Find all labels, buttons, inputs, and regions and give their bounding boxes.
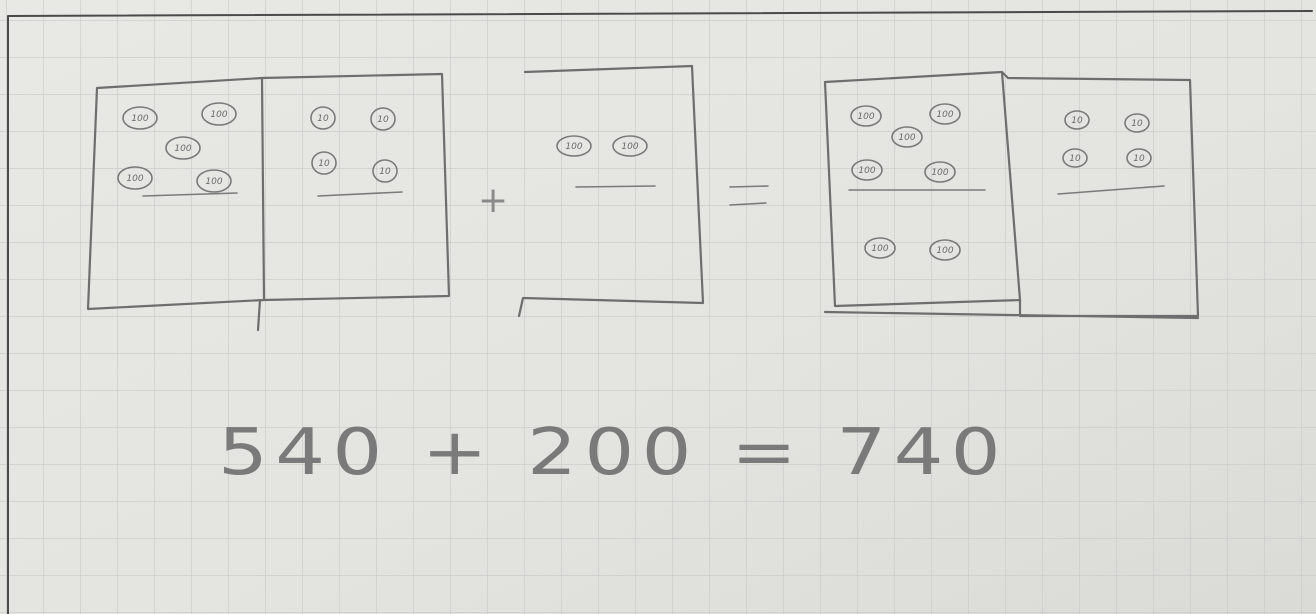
place-value-disc: 10: [370, 107, 396, 131]
svg-text:100: 100: [174, 144, 191, 154]
svg-text:100: 100: [210, 110, 227, 120]
place-value-disc: 100: [201, 102, 237, 126]
equals-sign: [729, 185, 769, 206]
place-value-disc: 10: [1124, 113, 1150, 133]
place-value-disc: 10: [310, 106, 336, 130]
svg-text:100: 100: [857, 112, 874, 122]
place-value-disc: 100: [117, 166, 153, 190]
place-value-disc: 100: [924, 161, 956, 183]
place-value-disc: 10: [1126, 148, 1152, 168]
svg-text:100: 100: [131, 114, 148, 124]
svg-text:10: 10: [377, 115, 389, 125]
place-value-disc: 100: [122, 106, 158, 130]
place-value-disc: 100: [929, 239, 961, 261]
tens-discs-first: 10 10 10 10: [310, 106, 398, 183]
svg-text:10: 10: [1069, 154, 1081, 164]
svg-text:100: 100: [931, 168, 948, 178]
place-value-disc: 100: [165, 136, 201, 160]
svg-text:10: 10: [1131, 119, 1143, 129]
place-value-disc: 100: [850, 105, 882, 127]
place-value-disc: 100: [891, 126, 923, 148]
svg-text:100: 100: [858, 166, 875, 176]
svg-text:10: 10: [1071, 116, 1083, 126]
place-value-disc: 10: [1064, 110, 1090, 130]
place-value-disc: 100: [864, 237, 896, 259]
svg-text:100: 100: [871, 244, 888, 254]
hundreds-discs-second: 100 100: [556, 135, 648, 157]
equation-text: 540 + 200 = 740: [218, 416, 1008, 490]
place-value-chart-first-addend: 100 100 100 100 100 10 10 10 10: [86, 72, 451, 332]
hundreds-discs-sum: 100 100 100 100 100 100 100: [850, 103, 961, 261]
place-value-disc: 10: [1062, 148, 1088, 168]
place-value-chart-sum: 100 100 100 100 100 100 100 10 10 10 10: [823, 70, 1200, 320]
place-value-chart-second-addend: 100 100: [517, 64, 705, 318]
svg-text:100: 100: [936, 110, 953, 120]
svg-text:100: 100: [205, 177, 222, 187]
svg-text:10: 10: [1133, 154, 1145, 164]
place-value-disc: 100: [851, 159, 883, 181]
place-value-disc: 10: [311, 151, 337, 175]
svg-text:100: 100: [565, 142, 582, 152]
place-value-disc: 100: [612, 135, 648, 157]
svg-text:100: 100: [621, 142, 638, 152]
svg-text:10: 10: [317, 114, 329, 124]
svg-text:10: 10: [318, 159, 330, 169]
svg-text:10: 10: [379, 167, 391, 177]
hundreds-discs-first: 100 100 100 100 100: [117, 102, 237, 193]
svg-text:100: 100: [898, 133, 915, 143]
place-value-disc: 100: [929, 103, 961, 125]
svg-text:100: 100: [126, 174, 143, 184]
tens-discs-sum: 10 10 10 10: [1062, 110, 1152, 168]
svg-text:100: 100: [936, 246, 953, 256]
place-value-disc: 10: [372, 159, 398, 183]
place-value-disc: 100: [196, 169, 232, 193]
place-value-disc: 100: [556, 135, 592, 157]
answer-box-border: [7, 10, 1313, 614]
plus-sign: +: [478, 180, 508, 221]
